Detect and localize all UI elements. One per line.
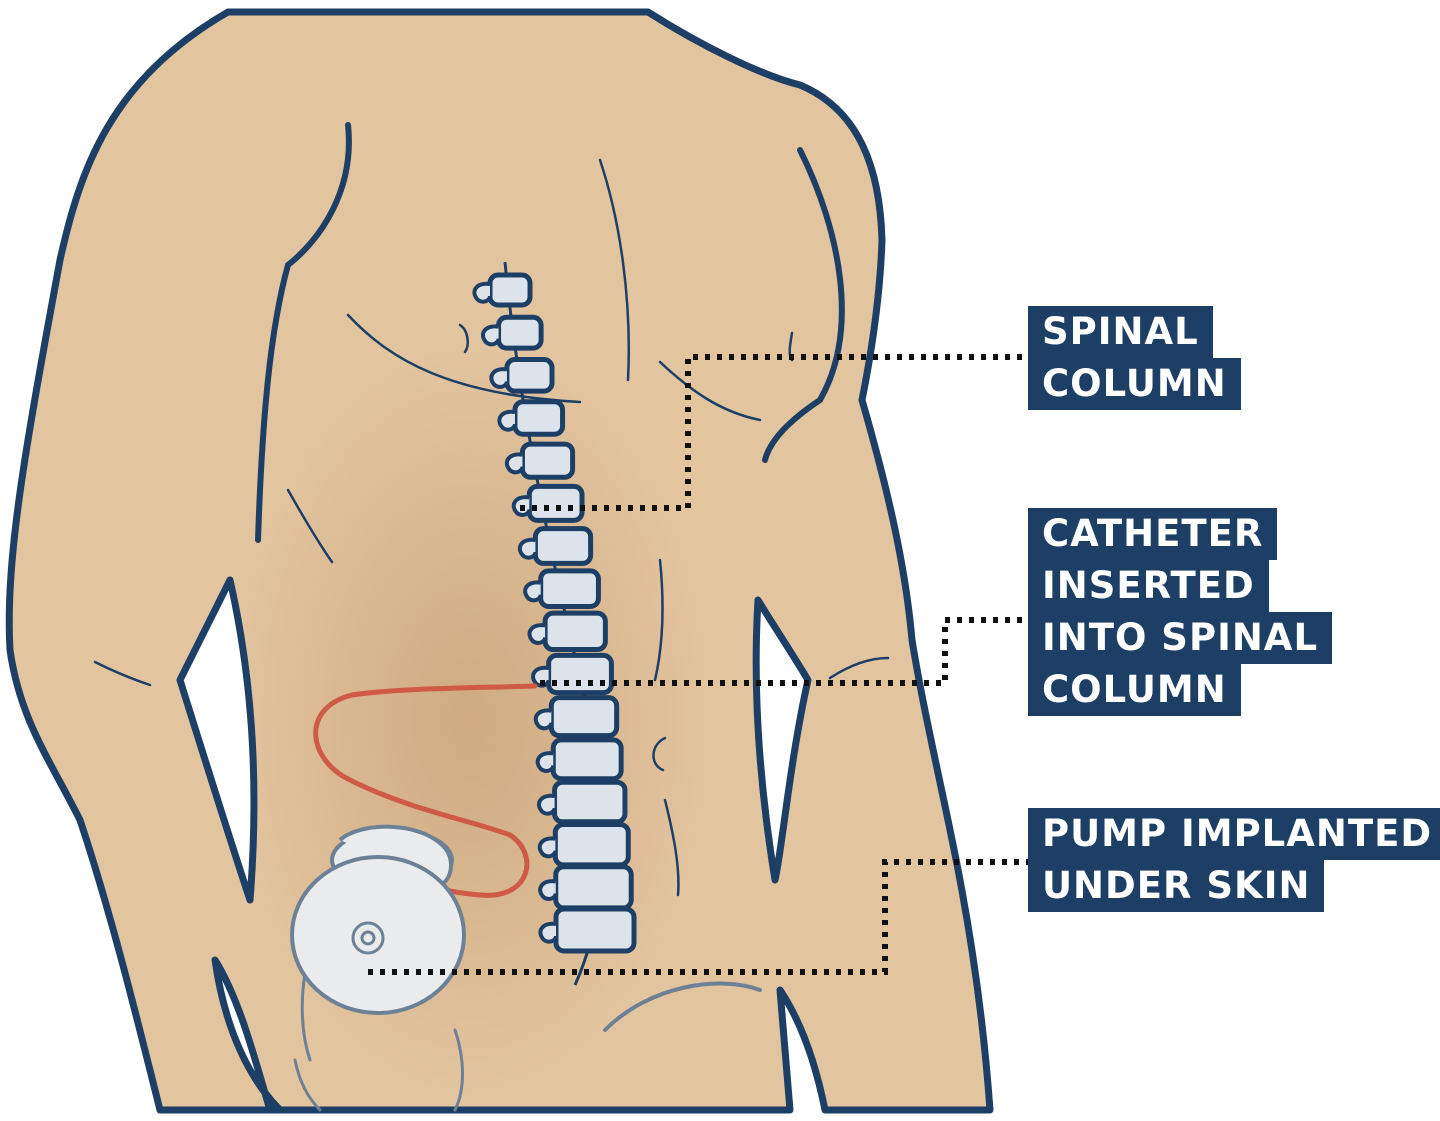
vertebra xyxy=(504,441,576,480)
label-line: INTO SPINAL xyxy=(1028,612,1333,664)
vertebra xyxy=(538,906,637,954)
vertebra xyxy=(517,526,594,566)
label-catheter: CATHETER INSERTED INTO SPINAL COLUMN xyxy=(1028,508,1333,716)
label-pump: PUMP IMPLANTED UNDER SKIN xyxy=(1028,808,1440,912)
leader-lines xyxy=(368,354,1028,975)
label-spinal-column: SPINAL COLUMN xyxy=(1028,306,1241,410)
vertebra xyxy=(533,695,620,739)
vertebra xyxy=(497,399,566,437)
label-line: COLUMN xyxy=(1028,664,1241,716)
spinal-column-drawing xyxy=(472,261,637,986)
label-line: UNDER SKIN xyxy=(1028,860,1325,912)
vertebra xyxy=(472,272,533,308)
label-line: PUMP IMPLANTED xyxy=(1028,808,1440,860)
vertebra xyxy=(527,610,608,653)
label-line: INSERTED xyxy=(1028,560,1269,612)
spinal-leader xyxy=(520,354,1028,511)
muscle-contours xyxy=(93,122,890,1112)
right-arm-gap xyxy=(752,596,812,884)
vertebra xyxy=(535,737,624,782)
vertebra xyxy=(538,864,634,911)
vertebra xyxy=(489,357,555,394)
vertebra xyxy=(537,821,631,868)
left-arm-gap xyxy=(176,576,258,904)
label-line: SPINAL xyxy=(1028,306,1213,358)
label-line: CATHETER xyxy=(1028,508,1278,560)
label-line: COLUMN xyxy=(1028,358,1241,410)
vertebra xyxy=(511,483,585,523)
vertebra xyxy=(537,779,628,825)
vertebra xyxy=(481,314,544,351)
pump-leader xyxy=(368,859,1028,975)
vertebra xyxy=(523,568,601,609)
catheter-tube xyxy=(313,683,538,898)
catheter-leader xyxy=(540,617,1028,686)
